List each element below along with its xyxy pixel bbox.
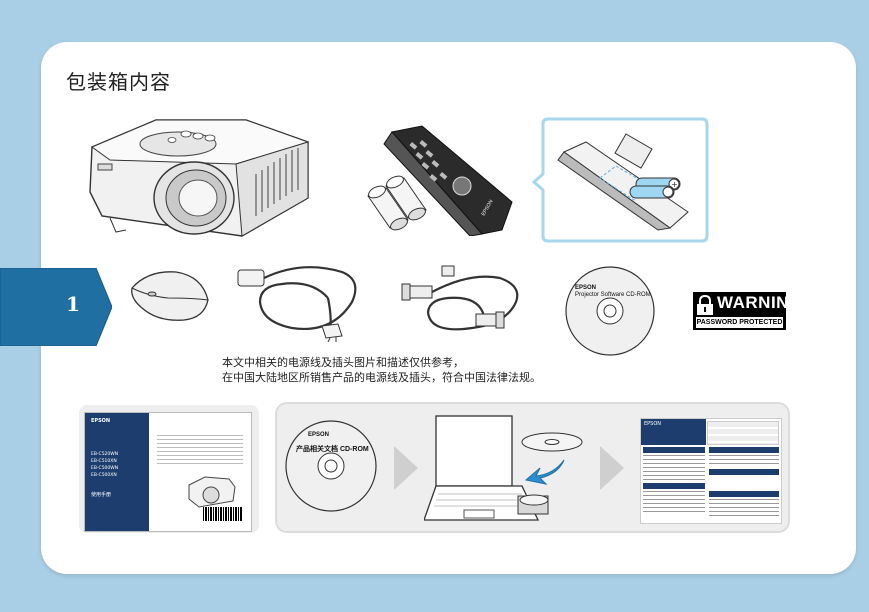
manual-models: EB-C520WN EB-C510XN EB-C500WN EB-C500XN: [91, 452, 119, 478]
laptop-insert-cd-image: [424, 415, 583, 521]
note-line-1: 本文中相关的电源线及插头图片和描述仅供参考，: [222, 356, 464, 369]
software-cd-image: [565, 266, 655, 356]
manual-text-lines: [157, 435, 243, 465]
user-manual-image: EPSON EB-C520WN EB-C510XN EB-C500WN EB-C…: [84, 412, 252, 532]
manual-projector-icon: [188, 476, 236, 508]
manual-cover: EPSON EB-C520WN EB-C510XN EB-C500WN EB-C…: [85, 413, 149, 531]
arrow-right-icon-2: [600, 446, 624, 490]
page-title: 包装箱内容: [66, 70, 171, 94]
software-cd-label: Projector Software CD-ROM: [575, 292, 651, 298]
svg-text:+: +: [671, 180, 678, 189]
quick-start-sheet: EPSON: [640, 418, 782, 524]
barcode: [203, 507, 243, 521]
manual-brand: EPSON: [91, 418, 111, 424]
remote-control-image: EPSON: [367, 125, 513, 236]
chapter-number: 1: [66, 292, 80, 316]
quick-start-brand: EPSON: [641, 419, 706, 445]
document-cd-brand: EPSON: [308, 432, 330, 438]
projector-image: [89, 119, 310, 237]
power-cord-note: 本文中相关的电源线及插头图片和描述仅供参考， 在中国大陆地区所销售产品的电源线及…: [222, 355, 541, 385]
quick-start-index: [707, 421, 779, 445]
software-cd-brand: EPSON: [575, 285, 597, 291]
warning-subtext: PASSWORD PROTECTED: [696, 317, 783, 328]
arrow-right-icon: [394, 446, 418, 490]
warning-sticker: WARNING PASSWORD PROTECTED: [693, 292, 802, 330]
warning-text: WARNING: [717, 293, 803, 312]
cable-cover-image: [131, 271, 209, 321]
document-cd-label: 产品相关文档 CD-ROM: [296, 446, 369, 453]
battery-insertion-image: +: [531, 117, 709, 243]
vga-cable-image: [401, 265, 519, 331]
manual-title: 使用手册: [91, 492, 112, 498]
document-cd-image: [285, 420, 377, 512]
power-cord-image: [237, 266, 357, 342]
chapter-tab: [0, 268, 112, 346]
note-line-2: 在中国大陆地区所销售产品的电源线及插头，符合中国法律法规。: [222, 371, 541, 384]
padlock-icon: [697, 295, 713, 315]
